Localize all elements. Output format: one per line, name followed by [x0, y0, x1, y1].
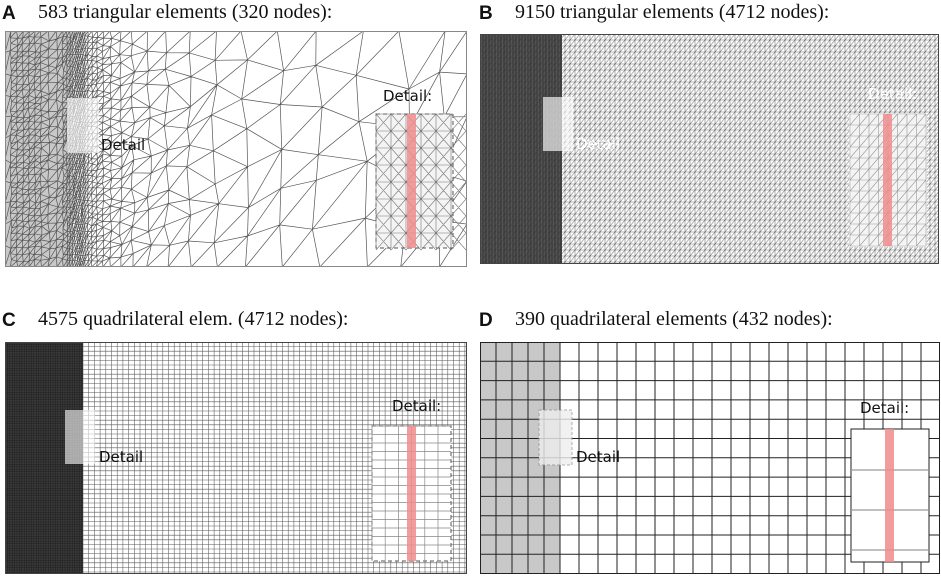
panel-title-c: 4575 quadrilateral elem. (4712 nodes):	[38, 308, 349, 330]
panel-label-c: C	[2, 310, 16, 331]
mesh-border	[480, 342, 940, 574]
panel-label-d: D	[479, 310, 493, 331]
mesh-triangular-fine: Detail Detail:	[480, 34, 939, 264]
panel-b: B 9150 triangular elements (4712 nodes):…	[475, 0, 941, 270]
detail-label: Detail	[576, 135, 620, 153]
detail-marker	[65, 410, 95, 464]
mesh-quadrilateral-fine: Detail Detail:	[5, 342, 467, 574]
detail-title: Detail:	[860, 399, 909, 417]
detail-title: Detail:	[383, 87, 432, 105]
panel-title-d: 390 quadrilateral elements (432 nodes):	[515, 308, 833, 330]
detail-marker	[67, 98, 99, 153]
panel-label-b: B	[479, 3, 493, 24]
detail-strip	[885, 429, 894, 562]
panel-label-a: A	[2, 3, 16, 24]
detail-label: Detail	[101, 136, 145, 154]
detail-strip	[407, 426, 416, 561]
panel-d: D 390 quadrilateral elements (432 nodes)…	[475, 305, 941, 579]
panel-a: A 583 triangular elements (320 nodes): D…	[0, 0, 470, 270]
mesh-border	[5, 31, 467, 267]
detail-label: Detail	[576, 448, 620, 466]
detail-marker	[538, 409, 573, 466]
mesh-border	[5, 342, 467, 574]
panel-c: C 4575 quadrilateral elem. (4712 nodes):…	[0, 305, 470, 579]
detail-title: Detail:	[868, 85, 917, 103]
detail-title: Detail:	[392, 397, 441, 415]
detail-label: Detail	[99, 448, 143, 466]
detail-marker	[543, 97, 573, 151]
mesh-triangular-coarse: Detail Detail:	[5, 31, 467, 267]
mesh-quadrilateral-coarse: Detail Detail:	[480, 342, 940, 574]
panel-title-b: 9150 triangular elements (4712 nodes):	[515, 1, 830, 23]
mesh-border	[480, 34, 939, 264]
detail-strip	[407, 114, 416, 248]
detail-strip	[883, 114, 892, 246]
panel-title-a: 583 triangular elements (320 nodes):	[38, 1, 333, 23]
